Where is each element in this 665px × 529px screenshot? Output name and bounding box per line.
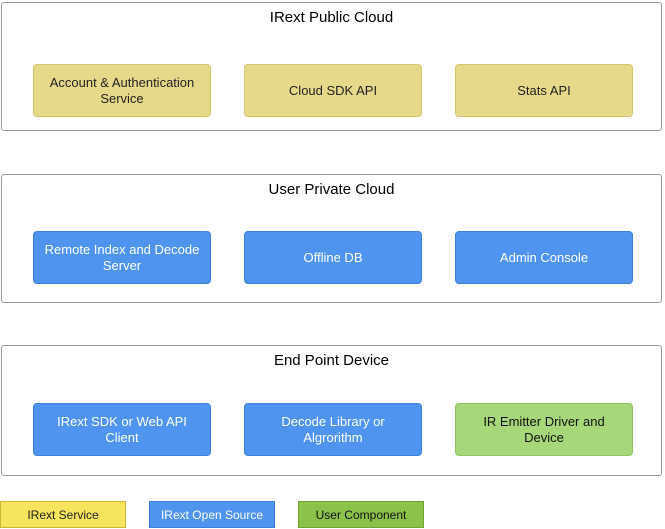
admin-console-box: Admin Console	[455, 231, 633, 284]
legend-irext-service: IRext Service	[0, 501, 126, 528]
legend-user-component: User Component	[298, 501, 424, 528]
private-cloud-title: User Private Cloud	[268, 181, 395, 198]
legend-irext-open-source: IRext Open Source	[149, 501, 275, 528]
decode-library-box: Decode Library or Algrorithm	[244, 403, 422, 456]
private-cloud-layer: User Private Cloud Remote Index and Deco…	[1, 174, 662, 303]
end-point-title: End Point Device	[273, 352, 390, 369]
public-cloud-layer: IRext Public Cloud Account & Authenticat…	[1, 2, 662, 131]
account-auth-service-box: Account & Authentication Service	[33, 64, 211, 117]
offline-db-box: Offline DB	[244, 231, 422, 284]
remote-index-decode-server-box: Remote Index and Decode Server	[33, 231, 211, 284]
ir-emitter-driver-box: IR Emitter Driver and Device	[455, 403, 633, 456]
end-point-layer: End Point Device IRext SDK or Web API Cl…	[1, 345, 662, 476]
public-cloud-title: IRext Public Cloud	[269, 9, 394, 26]
stats-api-box: Stats API	[455, 64, 633, 117]
irext-sdk-client-box: IRext SDK or Web API Client	[33, 403, 211, 456]
cloud-sdk-api-box: Cloud SDK API	[244, 64, 422, 117]
